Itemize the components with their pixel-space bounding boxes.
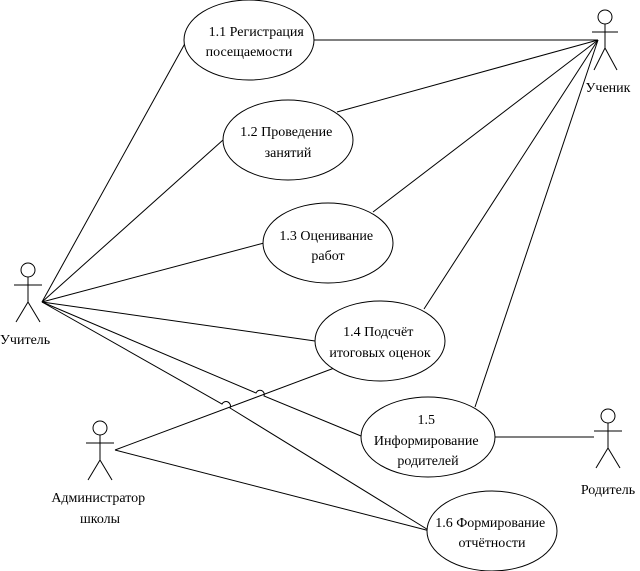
assoc-teacher-uc6 (41, 301, 431, 532)
actor-admin-figure (86, 420, 114, 481)
assoc-teacher-uc4 (41, 301, 316, 342)
use-case-1-3 (262, 202, 394, 284)
assoc-student-uc2 (336, 39, 599, 113)
actor-teacher-figure (14, 262, 42, 323)
assoc-student-uc5 (474, 39, 599, 408)
actor-admin-label: Администратор школы (51, 491, 148, 527)
assoc-teacher-uc2 (41, 139, 224, 303)
assoc-admin-uc6 (114, 449, 431, 532)
use-case-1-1-label: 1.1 Регистрация посещаемости (206, 25, 308, 60)
actor-parent-label: Родитель (581, 483, 635, 498)
use-case-1-4 (314, 300, 446, 382)
assoc-teacher-uc1 (41, 37, 189, 303)
actor-teacher-label: Учитель (0, 333, 50, 348)
actor-student-label: Ученик (586, 81, 631, 96)
use-case-1-3-label: 1.3 Оценивание работ (279, 229, 376, 264)
use-case-1-2-label: 1.2 Проведение занятий (240, 125, 336, 161)
use-case-1-4-label: 1.4 Подсчёт итоговых оценок (329, 325, 431, 361)
assoc-teacher-uc3 (41, 242, 265, 303)
use-case-1-1 (183, 0, 315, 81)
use-case-1-5 (360, 396, 496, 478)
use-case-1-6 (426, 490, 558, 571)
use-case-1-5-label: 1.5 Информирование родителей (374, 413, 482, 469)
actor-student-figure (592, 9, 618, 71)
actor-parent-figure (594, 408, 622, 469)
assoc-admin-uc4 (114, 366, 338, 451)
assoc-student-uc3 (372, 39, 599, 213)
assoc-student-uc4 (423, 39, 599, 310)
use-case-1-2 (222, 99, 354, 181)
use-case-1-6-label: 1.6 Формирование отчётности (435, 516, 549, 551)
assoc-teacher-uc5 (41, 301, 362, 437)
